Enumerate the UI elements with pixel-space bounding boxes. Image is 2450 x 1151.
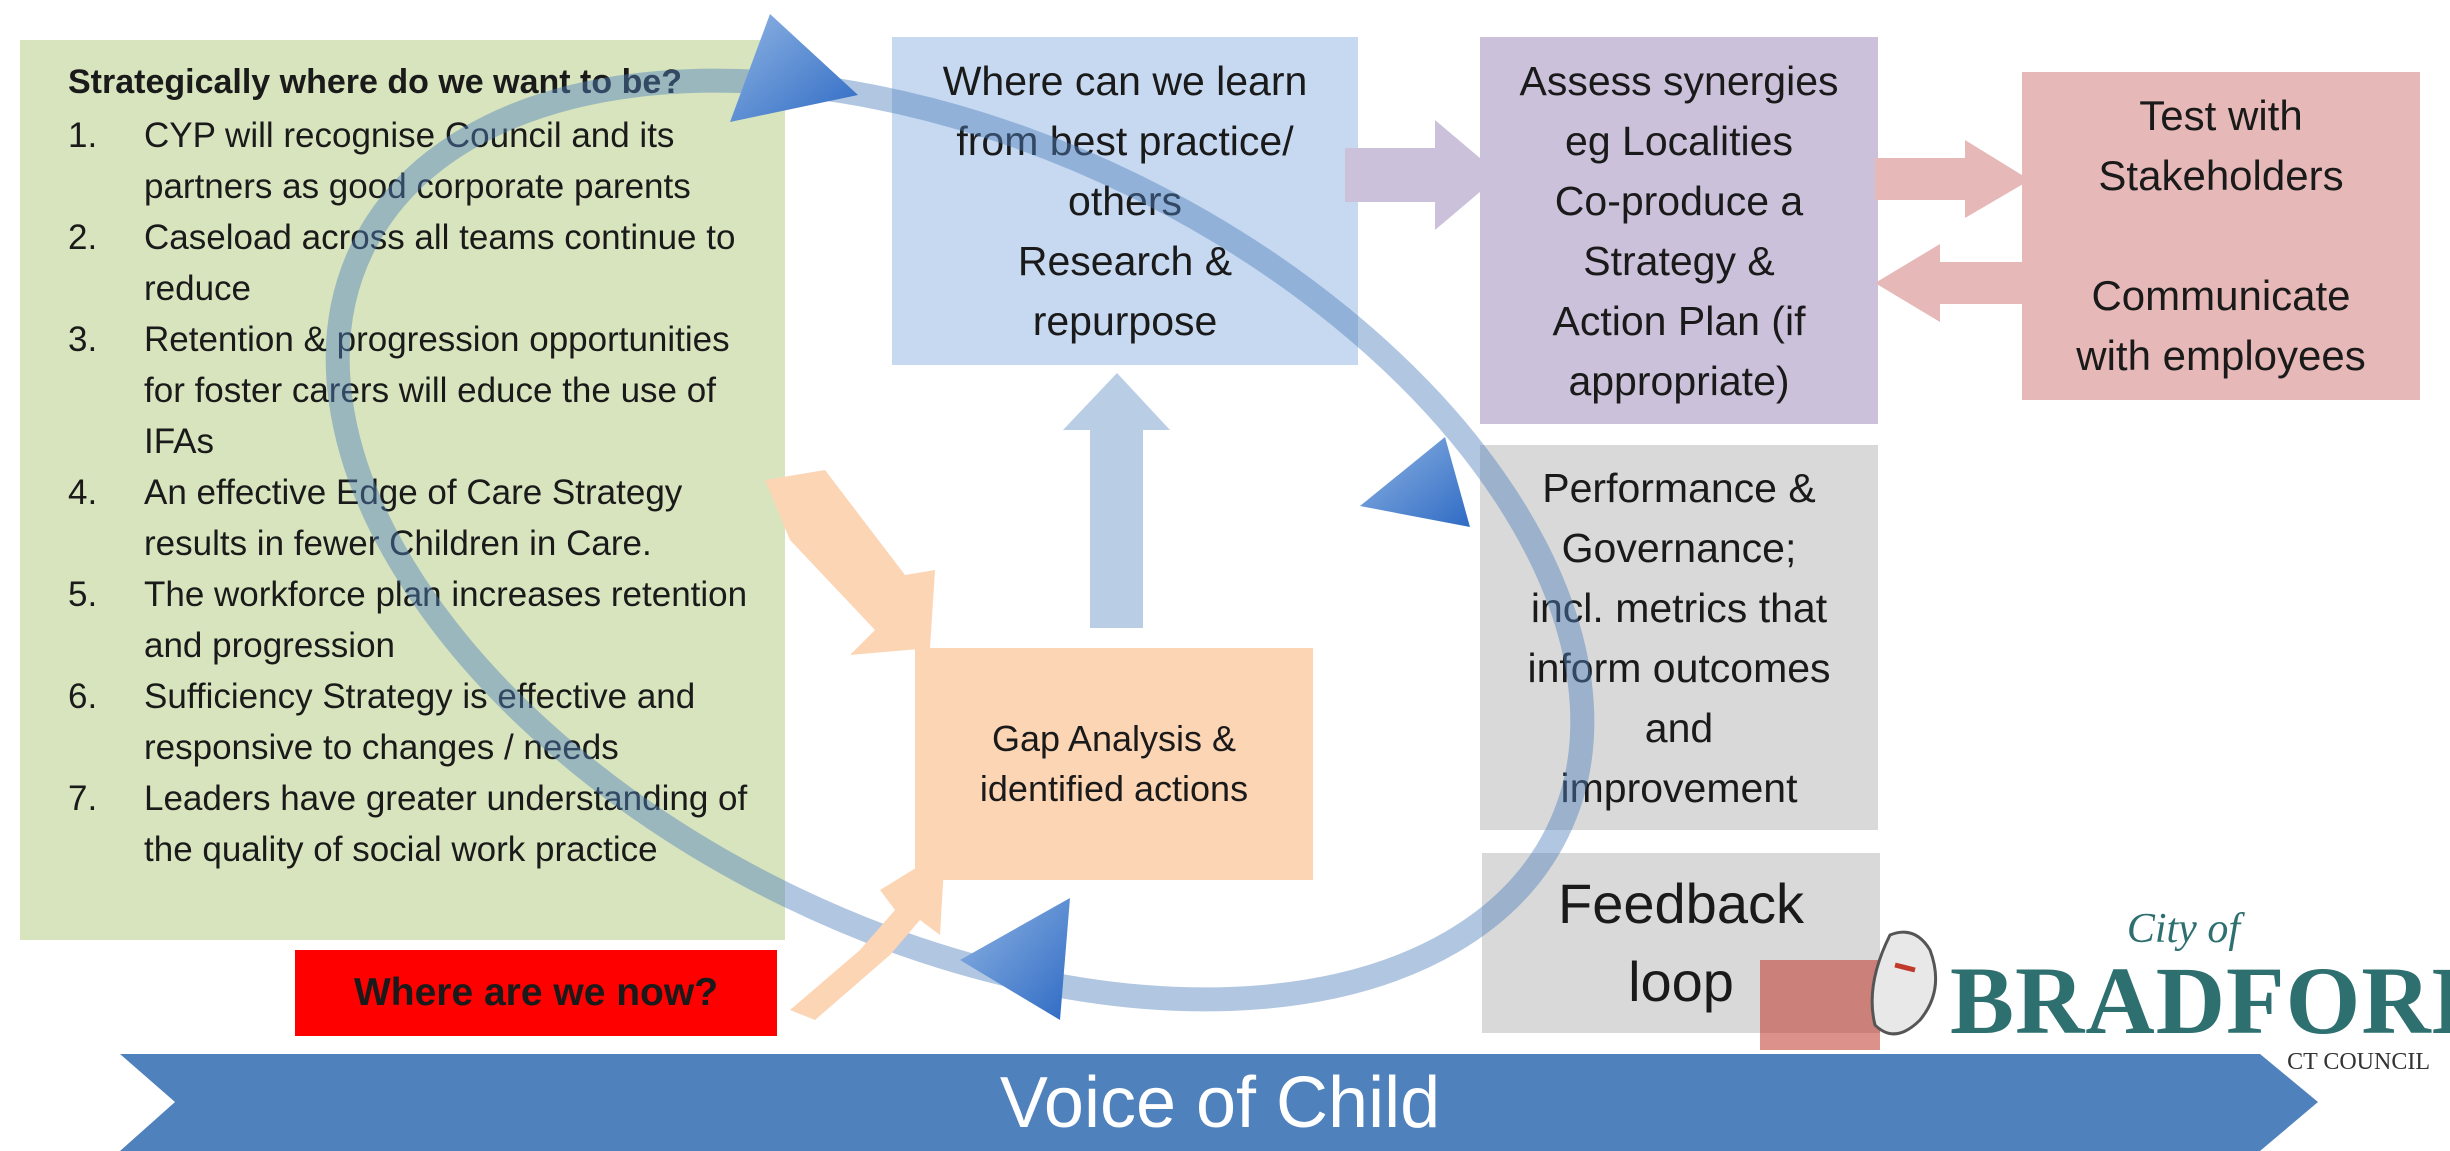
arrow-test-to-assess <box>1875 244 2030 322</box>
loop-arrowhead-top <box>730 14 858 122</box>
goal-item: 1. CYP will recognise Council and its par… <box>48 110 757 212</box>
communicate-line: Communicate <box>2091 272 2351 319</box>
gap-line: identified actions <box>979 768 1249 809</box>
goal-text: An effective Edge of Care Strategy resul… <box>144 473 683 563</box>
best-practice-line: Where can we learn <box>942 58 1308 104</box>
arrow-learn-to-assess <box>1345 120 1500 230</box>
goal-item: 6. Sufficiency Strategy is effective and … <box>48 671 757 773</box>
performance-line: inform outcomes <box>1527 644 1831 691</box>
best-practice-line: from best practice/ <box>956 118 1294 164</box>
best-practice-line: repurpose <box>1032 298 1218 344</box>
goal-number: 7. <box>68 779 98 818</box>
goal-number: 5. <box>68 575 98 614</box>
performance-line: incl. metrics that <box>1530 584 1828 631</box>
goal-text: Leaders have greater understanding of th… <box>144 779 748 869</box>
goal-number: 2. <box>68 218 98 257</box>
coat-of-arms-icon <box>1760 930 1938 1050</box>
goals-list: 1. CYP will recognise Council and its par… <box>48 110 757 875</box>
goal-item: 2. Caseload across all teams continue to … <box>48 212 757 314</box>
goal-text: CYP will recognise Council and its partn… <box>144 116 691 206</box>
logo-name-text: BRADFORD <box>1950 947 2450 1054</box>
best-practice-line: others <box>1068 178 1182 224</box>
stakeholders-box: Test with Stakeholders Communicate with … <box>2022 72 2420 400</box>
goal-number: 3. <box>68 320 98 359</box>
goal-item: 3. Retention & progression opportunities … <box>48 314 757 467</box>
goals-panel: Strategically where do we want to be? 1.… <box>20 40 785 940</box>
voice-of-child-label: Voice of Child <box>999 1062 1441 1143</box>
assess-line: appropriate) <box>1568 357 1790 404</box>
arrow-now-to-gap <box>790 850 945 1020</box>
loop-arrowhead-bottom <box>960 898 1070 1020</box>
logo-sub-text: CT COUNCIL <box>2287 1049 2430 1075</box>
bradford-logo: City of BRADFORD CT COUNCIL <box>1950 905 2450 1075</box>
assess-line: eg Localities <box>1565 117 1793 164</box>
feedback-loop-ring <box>325 68 1595 1012</box>
goal-number: 6. <box>68 677 98 716</box>
goals-title: Strategically where do we want to be? <box>68 63 683 101</box>
arrow-assess-to-test <box>1875 140 2030 218</box>
communicate-line: with employees <box>2076 332 2366 379</box>
goal-item: 4. An effective Edge of Care Strategy res… <box>48 467 757 569</box>
test-line: Stakeholders <box>2098 152 2344 199</box>
gap-analysis-box: Gap Analysis & identified actions <box>915 648 1313 880</box>
test-line: Test with <box>2139 92 2303 139</box>
gap-line: Gap Analysis & <box>991 718 1237 759</box>
performance-line: improvement <box>1560 764 1798 811</box>
goal-text: Retention & progression opportunities fo… <box>144 320 730 461</box>
goal-item: 7. Leaders have greater understanding of … <box>48 773 757 875</box>
where-are-we-now-label: Where are we now? <box>353 971 719 1014</box>
goal-text: Caseload across all teams continue to re… <box>144 218 736 308</box>
arrow-gap-to-learn <box>1063 373 1170 628</box>
performance-line: and <box>1644 704 1714 751</box>
assess-line: Co-produce a <box>1554 177 1804 224</box>
voice-of-child-banner <box>120 1054 2318 1151</box>
assess-line: Action Plan (if <box>1552 297 1806 344</box>
feedback-line: loop <box>1628 950 1734 1013</box>
best-practice-line: Research & <box>1017 238 1233 284</box>
arrow-goals-to-gap <box>765 470 935 655</box>
feedback-line: Feedback <box>1558 872 1804 935</box>
goal-text: The workforce plan increases retention a… <box>144 575 748 665</box>
performance-governance-box: Performance & Governance; incl. metrics … <box>1480 445 1878 830</box>
performance-line: Performance & <box>1542 464 1816 511</box>
assess-line: Strategy & <box>1583 237 1775 284</box>
where-are-we-now-box: Where are we now? <box>295 950 777 1036</box>
goal-text: Sufficiency Strategy is effective and re… <box>144 677 696 767</box>
goal-number: 4. <box>68 473 98 512</box>
goal-number: 1. <box>68 116 98 155</box>
logo-city-text: City of <box>2126 906 2240 952</box>
performance-line: Governance; <box>1561 524 1797 571</box>
best-practice-box: Where can we learn from best practice/ o… <box>892 37 1358 365</box>
goal-item: 5. The workforce plan increases retention… <box>48 569 757 671</box>
assess-synergies-box: Assess synergies eg Localities Co-produc… <box>1480 37 1878 424</box>
assess-line: Assess synergies <box>1519 57 1839 104</box>
loop-arrowhead-right <box>1360 437 1470 527</box>
